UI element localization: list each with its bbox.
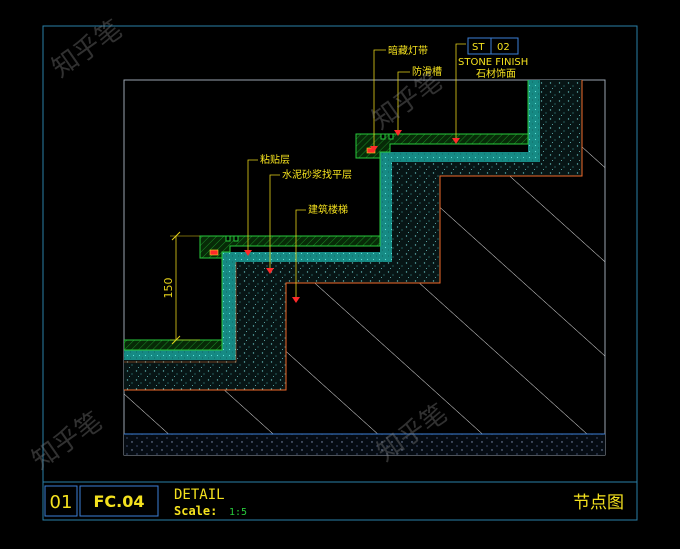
tag-number: 02 bbox=[497, 42, 510, 53]
material-tag: ST 02 bbox=[467, 37, 519, 55]
dimension-150: 150 bbox=[162, 231, 200, 345]
adhesive-layer-inner bbox=[222, 252, 232, 360]
label-structural-stair: 建筑楼梯 bbox=[308, 203, 348, 216]
structural-stair-body bbox=[124, 80, 605, 455]
anti-slip-grooves bbox=[225, 133, 394, 242]
concealed-light-strip-lower bbox=[209, 249, 219, 256]
dimension-value: 150 bbox=[162, 278, 175, 299]
annotation-leaders bbox=[247, 43, 466, 300]
ground-fill bbox=[124, 434, 605, 455]
structure-edge bbox=[124, 80, 583, 391]
watermark-1: 知乎笔 bbox=[47, 14, 128, 83]
stone-finish-lower bbox=[199, 235, 381, 259]
label-concealed-light: 暗藏灯带 bbox=[388, 44, 428, 57]
title-block: 01 FC.04 DETAIL Scale: 1:5 节点图 bbox=[44, 485, 624, 518]
label-adhesive-layer: 粘贴层 bbox=[260, 153, 290, 166]
label-mortar-leveling: 水泥砂浆找平层 bbox=[282, 168, 352, 181]
stone-finish-landing bbox=[124, 339, 223, 351]
mortar-leveling-layer bbox=[124, 80, 582, 390]
title-index: 01 bbox=[50, 492, 73, 513]
title-name-cn: 节点图 bbox=[573, 493, 624, 513]
outer-frame bbox=[42, 25, 638, 521]
label-anti-slip: 防滑槽 bbox=[412, 65, 442, 78]
tag-code: ST bbox=[472, 42, 485, 53]
stone-finish-upper bbox=[355, 133, 529, 159]
label-stone-finish-cn: 石材饰面 bbox=[476, 67, 516, 80]
title-detail: DETAIL bbox=[174, 487, 225, 503]
annotation-arrows bbox=[244, 130, 460, 303]
watermark-2: 知乎笔 bbox=[367, 66, 448, 135]
watermark-3: 知乎笔 bbox=[27, 406, 108, 475]
scale-label: Scale: bbox=[174, 504, 217, 518]
title-code: FC.04 bbox=[93, 492, 144, 511]
label-stone-finish-en: STONE FINISH bbox=[458, 57, 528, 68]
scale-value: 1:5 bbox=[229, 507, 247, 518]
